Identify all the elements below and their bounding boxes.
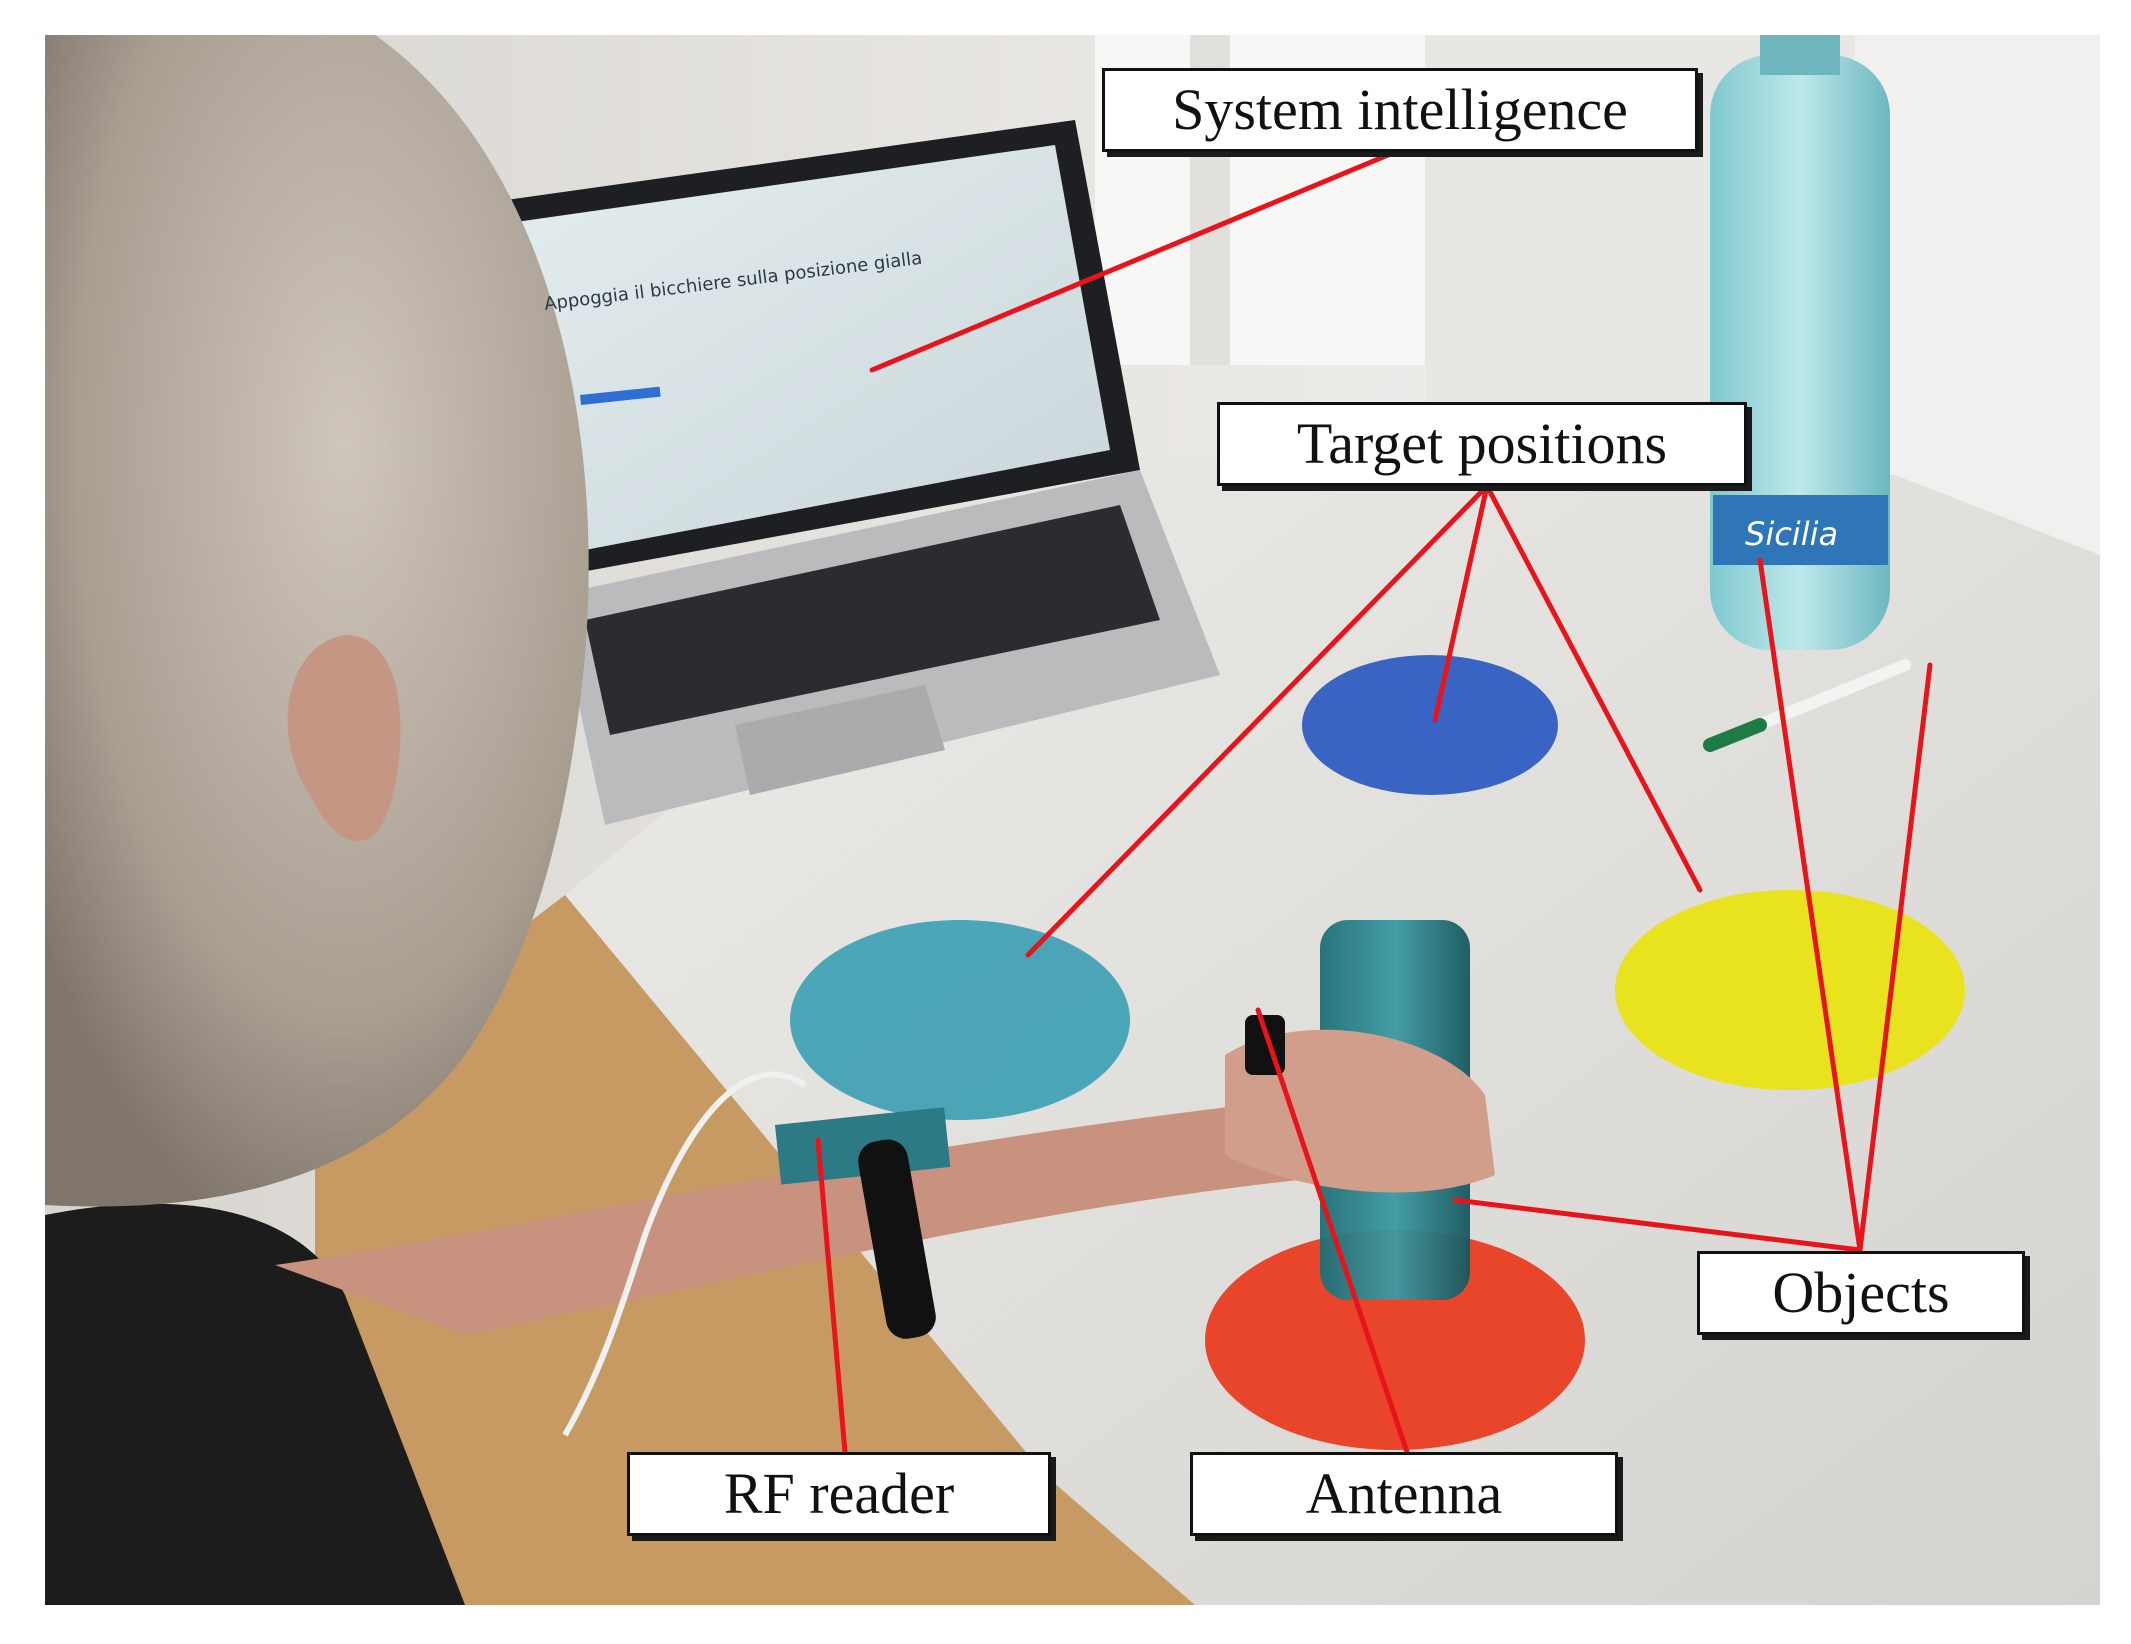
teal-target-disc [790, 920, 1130, 1120]
yellow-target-disc [1615, 890, 1965, 1090]
person-ear [287, 635, 401, 842]
objects-label: Objects [1697, 1251, 2025, 1335]
rf-reader-label: RF reader [627, 1452, 1051, 1536]
bottle-label [1713, 495, 1888, 565]
bottle-label-text: Sicilia [1745, 515, 1838, 553]
wrist-strap [858, 1139, 936, 1339]
system-intelligence-label: System intelligence [1102, 68, 1698, 152]
person-head [45, 35, 589, 1207]
right-wall [1855, 35, 2100, 555]
blue-target-disc [1302, 655, 1558, 795]
experiment-photo: Sicilia [45, 35, 2100, 1605]
cable [562, 1071, 807, 1437]
person-arm [275, 1095, 1345, 1335]
laptop-keyboard [585, 505, 1160, 735]
laptop-touchpad [735, 685, 945, 795]
antenna-finger-tag [1245, 1015, 1285, 1075]
bottle-cap [1760, 35, 1840, 75]
pen-cap [1703, 718, 1767, 752]
target-positions-label: Target positions [1217, 402, 1747, 486]
antenna-label: Antenna [1190, 1452, 1618, 1536]
screen-progress-bar [580, 386, 661, 405]
person-shirt [45, 1203, 465, 1605]
